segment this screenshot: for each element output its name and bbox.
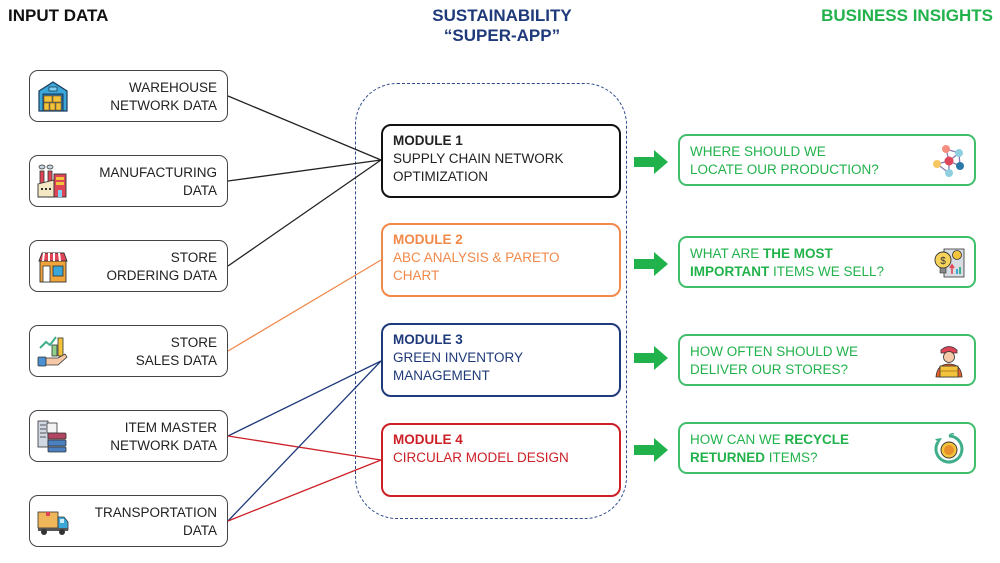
recycle-coin-icon: [934, 433, 964, 464]
input-label: MANUFACTURING DATA: [99, 164, 217, 200]
insight-text-bold: RECYCLE: [784, 432, 850, 447]
module-desc-line2: MANAGEMENT: [393, 368, 490, 383]
module-desc-line1: SUPPLY CHAIN NETWORK: [393, 151, 564, 166]
input-label-line2: SALES DATA: [135, 353, 217, 368]
module-title: MODULE 3: [393, 332, 463, 347]
insight-text-normal: WHAT ARE: [690, 246, 764, 261]
insight-most-important-items: WHAT ARE THE MOST IMPORTANT ITEMS WE SEL…: [678, 236, 976, 288]
insight-text-normal: DELIVER OUR STORES?: [690, 362, 849, 377]
super-app-heading: SUSTAINABILITY “SUPER-APP”: [392, 6, 612, 46]
insight-text-normal: ITEMS WE SELL?: [769, 264, 885, 279]
insight-text-bold: RETURNED: [690, 450, 766, 465]
insight-production-location: WHERE SHOULD WE LOCATE OUR PRODUCTION?: [678, 134, 976, 186]
input-label-line1: STORE: [170, 335, 217, 350]
insight-text-normal: HOW OFTEN SHOULD WE: [690, 344, 858, 359]
input-label: WAREHOUSE NETWORK DATA: [110, 79, 217, 115]
input-data-heading: INPUT DATA: [8, 6, 109, 25]
module-4-circular-model-design: MODULE 4 CIRCULAR MODEL DESIGN: [381, 423, 621, 497]
input-store-sales-data: STORE SALES DATA: [29, 325, 228, 377]
connector-item-master-module3: [227, 360, 382, 437]
factory-icon: [37, 164, 67, 198]
connector-store-ordering-module1: [227, 159, 382, 267]
delivery-person-icon: [935, 346, 963, 378]
sales-growth-icon: [37, 336, 68, 367]
input-label-line1: WAREHOUSE: [128, 80, 217, 95]
input-label-line2: NETWORK DATA: [110, 98, 217, 113]
connector-item-master-module4: [227, 435, 382, 461]
business-insights-heading: BUSINESS INSIGHTS: [821, 6, 993, 25]
insight-recycle-returned-items: HOW CAN WE RECYCLE RETURNED ITEMS?: [678, 422, 976, 474]
connector-transportation-module3: [227, 360, 382, 522]
insight-text: WHAT ARE THE MOST IMPORTANT ITEMS WE SEL…: [690, 245, 884, 281]
module-desc-line1: CIRCULAR MODEL DESIGN: [393, 450, 569, 465]
input-label-line1: TRANSPORTATION: [94, 505, 217, 520]
insight-text-bold: IMPORTANT: [690, 264, 770, 279]
insight-text: HOW OFTEN SHOULD WE DELIVER OUR STORES?: [690, 343, 858, 379]
input-label: STORE SALES DATA: [136, 334, 217, 370]
module-desc-line2: OPTIMIZATION: [393, 169, 488, 184]
module-desc-line1: ABC ANALYSIS & PARETO: [393, 250, 560, 265]
connector-manufacturing-module1: [227, 159, 382, 182]
input-label-line1: STORE: [170, 250, 217, 265]
input-label-line1: MANUFACTURING: [99, 165, 217, 180]
module-desc-line1: GREEN INVENTORY: [393, 350, 524, 365]
idea-finance-icon: $: [934, 248, 965, 278]
network-nodes-icon: [933, 145, 964, 177]
input-warehouse-network-data: WAREHOUSE NETWORK DATA: [29, 70, 228, 122]
svg-text:$: $: [940, 256, 946, 267]
server-database-icon: [37, 420, 67, 453]
module-3-green-inventory-management: MODULE 3 GREEN INVENTORY MANAGEMENT: [381, 323, 621, 397]
connector-transportation-module4: [227, 459, 382, 522]
input-item-master-network-data: ITEM MASTER NETWORK DATA: [29, 410, 228, 462]
arrow-right-icon: [634, 252, 668, 276]
arrow-right-icon: [634, 438, 668, 462]
input-label-line2: NETWORK DATA: [110, 438, 217, 453]
insight-text: WHERE SHOULD WE LOCATE OUR PRODUCTION?: [690, 143, 879, 179]
module-title: MODULE 1: [393, 133, 463, 148]
input-label-line2: ORDERING DATA: [106, 268, 217, 283]
input-store-ordering-data: STORE ORDERING DATA: [29, 240, 228, 292]
warehouse-icon: [38, 81, 68, 112]
store-icon: [38, 252, 68, 283]
super-app-frame: [355, 83, 627, 519]
insight-text-normal: ITEMS?: [765, 450, 818, 465]
input-label: ITEM MASTER NETWORK DATA: [110, 419, 217, 455]
input-transportation-data: TRANSPORTATION DATA: [29, 495, 228, 547]
module-1-supply-chain-network-optimization: MODULE 1 SUPPLY CHAIN NETWORK OPTIMIZATI…: [381, 124, 621, 198]
connector-warehouse-module1: [227, 95, 382, 161]
module-title: MODULE 4: [393, 432, 463, 447]
input-label-line1: ITEM MASTER: [124, 420, 217, 435]
insight-text: HOW CAN WE RECYCLE RETURNED ITEMS?: [690, 431, 849, 467]
input-label-line2: DATA: [182, 183, 217, 198]
super-app-heading-line1: SUSTAINABILITY: [432, 6, 572, 25]
delivery-truck-icon: [37, 511, 69, 535]
insight-delivery-frequency: HOW OFTEN SHOULD WE DELIVER OUR STORES?: [678, 334, 976, 386]
connector-store-sales-module2: [227, 259, 382, 352]
arrow-right-icon: [634, 346, 668, 370]
module-title: MODULE 2: [393, 232, 463, 247]
insight-text-normal: WHERE SHOULD WE: [690, 144, 826, 159]
arrow-right-icon: [634, 150, 668, 174]
module-desc-line2: CHART: [393, 268, 440, 283]
insight-text-bold: THE MOST: [763, 246, 833, 261]
input-label-line2: DATA: [182, 523, 217, 538]
insight-text-normal: LOCATE OUR PRODUCTION?: [690, 162, 879, 177]
input-label: STORE ORDERING DATA: [106, 249, 217, 285]
module-2-abc-analysis: MODULE 2 ABC ANALYSIS & PARETO CHART: [381, 223, 621, 297]
super-app-heading-line2: “SUPER-APP”: [443, 26, 561, 45]
insight-text-normal: HOW CAN WE: [690, 432, 785, 447]
input-label: TRANSPORTATION DATA: [95, 504, 217, 540]
input-manufacturing-data: MANUFACTURING DATA: [29, 155, 228, 207]
